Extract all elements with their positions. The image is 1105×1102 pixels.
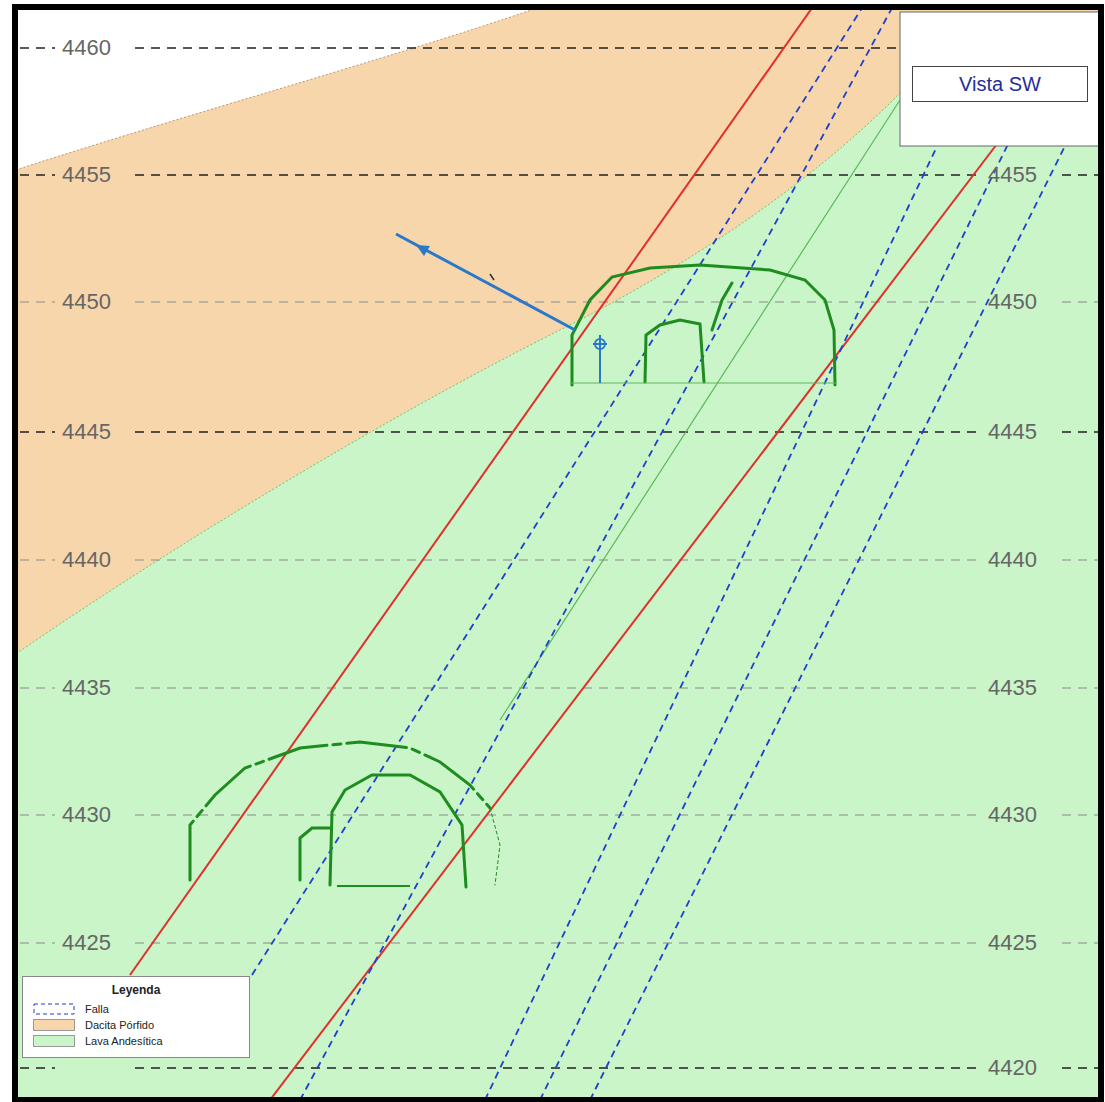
view-label-box: Vista SW [912,66,1088,102]
fault-lines [252,10,1068,1098]
elevation-label: 4445 [988,421,1037,443]
elevation-label: 4435 [62,677,111,699]
legend-swatch [33,1035,75,1047]
surface-line [18,10,560,175]
elevation-label: 4420 [988,1057,1037,1079]
elevation-label: 4435 [988,677,1037,699]
frame [15,7,1101,1100]
red-trace [270,140,1000,1098]
open-air [18,10,560,175]
legend-row: Lava Andesítica [33,1035,239,1047]
elevation-grid [20,48,1098,1068]
upper-tunnel [572,265,835,385]
elevation-label: 4440 [62,549,111,571]
elevation-label: 4445 [62,421,111,443]
andesite-zone [18,10,1098,1098]
legend-line-sample [33,1003,75,1015]
view-label: Vista SW [959,73,1041,96]
tick [490,274,494,280]
lower-tunnel [190,742,500,887]
thin-contact [500,100,900,720]
elevation-label: 4425 [988,932,1037,954]
tunnel-floor [337,885,410,887]
contact-line [18,60,930,665]
legend-row: Dacita Pórfido [33,1019,239,1031]
view-panel [900,12,1098,146]
elevation-label: 4455 [62,164,111,186]
red-trace [130,10,812,975]
legend-swatch [33,1019,75,1031]
elevation-label: 4430 [988,804,1037,826]
elevation-label: 4450 [988,291,1037,313]
legend-box: LeyendaFallaDacita PórfidoLava Andesític… [22,976,250,1058]
elevation-label: 4455 [988,164,1037,186]
elevation-label: 4425 [62,932,111,954]
legend-text: Dacita Pórfido [85,1019,154,1031]
survey-point [593,335,607,383]
legend-text: Falla [85,1003,109,1015]
elevation-label: 4450 [62,291,111,313]
drill-hole [396,234,575,330]
elevation-label: 4430 [62,804,111,826]
drill-arrowhead [416,245,430,256]
legend-title: Leyenda [33,983,239,997]
porphyry-zone [18,10,1098,665]
legend-row: Falla [33,1003,239,1015]
legend-text: Lava Andesítica [85,1035,163,1047]
elevation-label: 4460 [62,37,111,59]
tunnel-floor [570,383,836,384]
elevation-label: 4440 [988,549,1037,571]
